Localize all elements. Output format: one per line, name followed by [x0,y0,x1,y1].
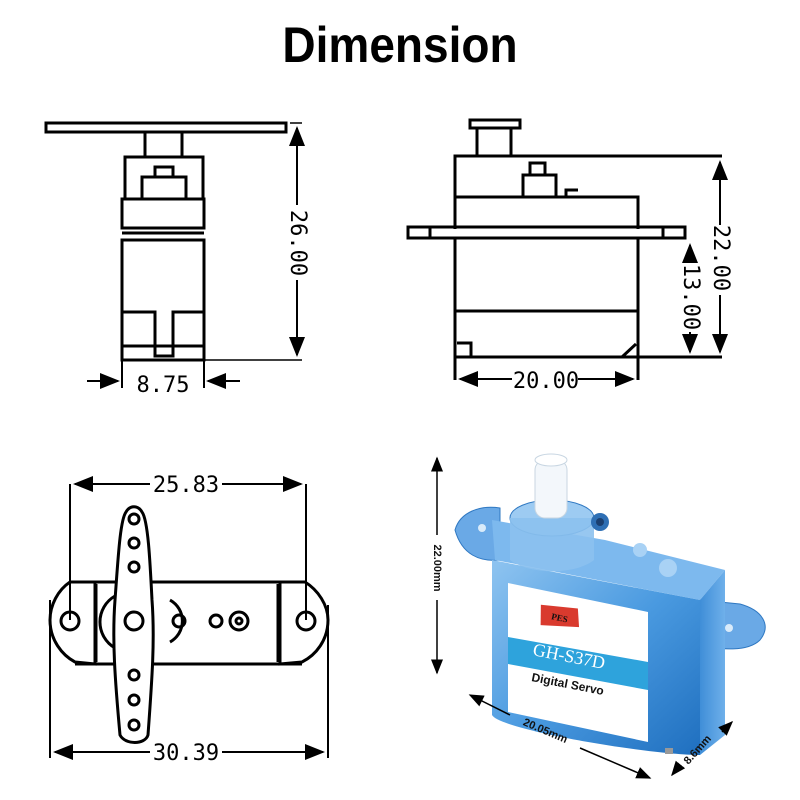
page-title: Dimension [282,17,518,73]
front-width-label: 20.00 [513,369,579,394]
front-view-drawing [406,118,728,387]
servo-photo: PES GH-S37D Digital Servo [454,453,766,755]
side-height-label: 26.00 [285,210,310,276]
front-flange-height-label: 13.00 [678,264,703,330]
hole-spacing-label: 25.83 [153,473,219,498]
photo-height-label: 22.00mm [431,544,443,591]
side-width-label: 8.75 [137,373,190,398]
photo-dimension-lines [431,456,734,779]
top-view-drawing [48,476,330,760]
overall-length-label: 30.39 [153,741,219,766]
brand-logo: PES [550,611,568,624]
front-height-label: 22.00 [708,225,733,291]
side-view-drawing [44,121,305,389]
